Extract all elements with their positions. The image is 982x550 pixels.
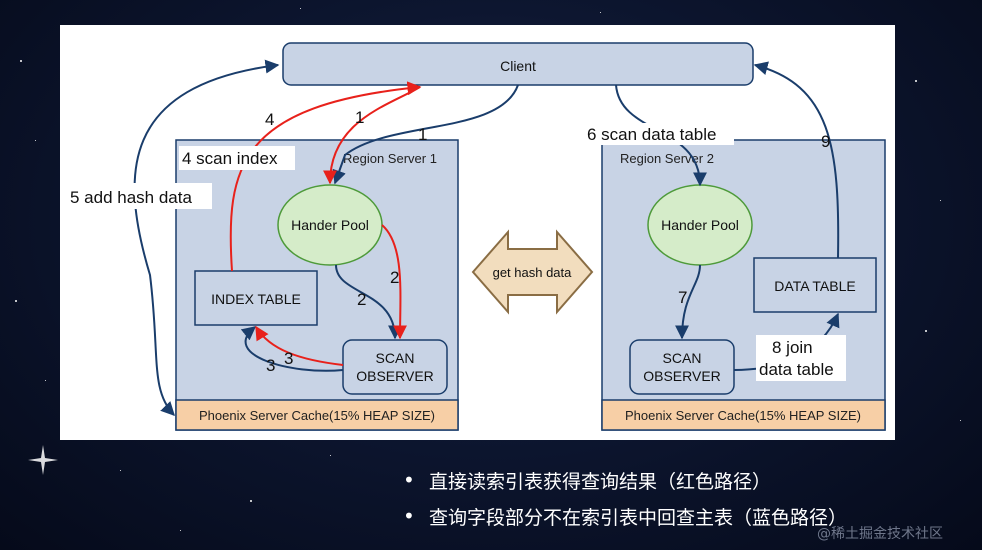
label-join-line2: data table xyxy=(759,360,834,379)
cache-2-label: Phoenix Server Cache(15% HEAP SIZE) xyxy=(625,408,861,423)
star xyxy=(915,80,917,82)
star xyxy=(15,300,17,302)
star xyxy=(20,60,22,62)
bullet-dot-icon: • xyxy=(403,468,415,492)
star xyxy=(35,140,36,141)
scan-observer-2-box xyxy=(629,339,735,395)
data-table-box xyxy=(753,257,877,313)
label-1-red: 1 xyxy=(355,108,364,127)
star xyxy=(300,8,301,9)
blue-path-client-to-pool1 xyxy=(332,84,519,185)
label-scan-data-table: 6 scan data table xyxy=(587,125,716,144)
scan-observer-2-line2: OBSERVER xyxy=(643,368,721,384)
diagram-svg: Client Region Server 1 Phoenix Server Ca… xyxy=(66,42,886,431)
star xyxy=(120,470,121,471)
get-hash-data-label: get hash data xyxy=(493,265,573,280)
label-4: 4 xyxy=(265,110,274,129)
star xyxy=(180,530,181,531)
star xyxy=(45,380,46,381)
label-add-hash-data: 5 add hash data xyxy=(70,188,192,207)
star xyxy=(925,330,927,332)
label-join-line1: 8 join xyxy=(772,338,813,357)
label-9: 9 xyxy=(821,132,830,151)
watermark: @稀土掘金技术社区 xyxy=(817,526,943,542)
cache-2-box xyxy=(601,399,886,431)
bullet-item: • 直接读索引表获得查询结果（红色路径） xyxy=(403,462,847,498)
star xyxy=(940,200,941,201)
hander-pool-1-label: Hander Pool xyxy=(291,217,369,233)
hander-pool-2-label: Hander Pool xyxy=(661,217,739,233)
blue-path-datatable-to-client xyxy=(753,61,840,259)
blue-path-add-hash xyxy=(133,59,280,417)
red-path-pool1-to-scan1 xyxy=(381,224,408,340)
label-scan-index: 4 scan index xyxy=(182,149,278,168)
scan-observer-1-line1: SCAN xyxy=(376,350,415,366)
label-2-red: 2 xyxy=(390,268,399,287)
bullet-text: 直接读索引表获得查询结果（红色路径） xyxy=(429,470,772,493)
scan-observer-1-line2: OBSERVER xyxy=(356,368,434,384)
star xyxy=(330,455,331,456)
cache-1-label: Phoenix Server Cache(15% HEAP SIZE) xyxy=(199,408,435,423)
label-7: 7 xyxy=(678,288,687,307)
index-table-label: INDEX TABLE xyxy=(211,291,301,307)
bullet-list: • 直接读索引表获得查询结果（红色路径） • 查询字段部分不在索引表中回查主表（… xyxy=(403,462,847,534)
label-3-blue: 3 xyxy=(266,356,275,375)
star xyxy=(600,12,601,13)
blue-path-pool2-to-scan2 xyxy=(675,264,701,340)
label-1-blue: 1 xyxy=(418,125,427,144)
client-label: Client xyxy=(500,58,536,74)
scan-observer-1-box xyxy=(342,339,448,395)
sparkle-icon xyxy=(28,445,58,475)
label-2-blue: 2 xyxy=(357,290,366,309)
bullet-text: 查询字段部分不在索引表中回查主表（蓝色路径） xyxy=(429,506,848,529)
architecture-diagram: Client Region Server 1 Phoenix Server Ca… xyxy=(60,25,895,440)
bullet-item: • 查询字段部分不在索引表中回查主表（蓝色路径） xyxy=(403,498,847,534)
star xyxy=(960,420,961,421)
scan-observer-2-line1: SCAN xyxy=(663,350,702,366)
blue-path-pool1-to-scan1 xyxy=(335,264,402,340)
star xyxy=(250,500,252,502)
region-server-1-label: Region Server 1 xyxy=(343,151,437,166)
label-3-red: 3 xyxy=(284,349,293,368)
region-server-2-label: Region Server 2 xyxy=(620,151,714,166)
bullet-dot-icon: • xyxy=(403,504,415,528)
get-hash-data-arrow xyxy=(471,229,594,315)
red-path-scan1-to-index xyxy=(255,325,344,366)
data-table-label: DATA TABLE xyxy=(774,278,855,294)
